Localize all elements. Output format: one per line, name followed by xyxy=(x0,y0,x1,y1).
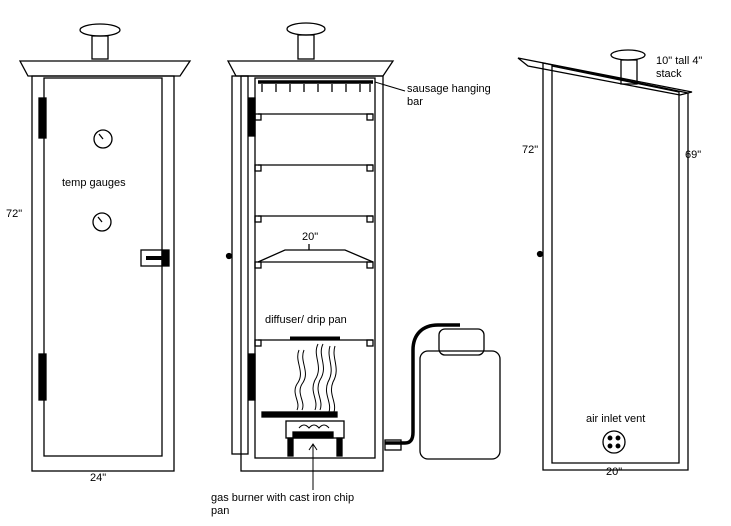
sausage-leader xyxy=(374,81,406,92)
rack-4 xyxy=(254,244,374,269)
section-view xyxy=(225,22,501,472)
section-cabinet xyxy=(240,75,384,472)
side-stack-pipe xyxy=(620,59,638,85)
section-roof xyxy=(226,60,395,77)
diffuser-label: diffuser/ drip pan xyxy=(265,314,347,326)
air-vent-label: air inlet vent xyxy=(586,413,646,425)
section-door xyxy=(231,75,249,455)
drip-pan xyxy=(254,336,374,347)
front-height-label: 72" xyxy=(6,208,23,220)
sausage-bar-label: sausage hanging bar xyxy=(407,83,491,108)
rack-2 xyxy=(254,164,374,172)
section-stack-pipe xyxy=(297,34,315,60)
side-stack-cap xyxy=(610,49,646,61)
smoke-wisps xyxy=(294,343,337,413)
side-roof xyxy=(517,57,693,96)
stack-label: 10" tall 4" stack xyxy=(656,55,703,80)
gas-burner xyxy=(261,411,345,457)
burner-label: gas burner with cast iron chip pan xyxy=(211,492,355,517)
front-stack-cap xyxy=(79,23,121,37)
side-door-knob xyxy=(536,250,544,258)
front-cabinet xyxy=(31,75,175,472)
rack-width-label: 20" xyxy=(302,231,319,243)
front-door xyxy=(43,77,163,457)
burner-arrow xyxy=(308,443,318,451)
rack-3 xyxy=(254,215,374,223)
temp-gauges-label: temp gauges xyxy=(62,177,126,189)
temp-gauge-bottom xyxy=(92,212,112,232)
temp-gauge-top xyxy=(93,129,113,149)
leader-lines xyxy=(308,81,406,490)
air-inlet-vent xyxy=(602,430,626,454)
side-back-height-label: 69" xyxy=(685,149,702,161)
front-hinge-top xyxy=(38,97,47,139)
side-width-label: 20" xyxy=(606,466,623,478)
front-roof xyxy=(18,60,192,77)
front-width-label: 24" xyxy=(90,472,107,484)
section-hinge-top xyxy=(248,97,256,137)
side-front-height-label: 72" xyxy=(522,144,539,156)
side-cabinet xyxy=(542,62,689,471)
propane-tank xyxy=(384,323,501,460)
side-cabinet-inner xyxy=(551,65,680,464)
front-hinge-bottom xyxy=(38,353,47,401)
rack-1 xyxy=(254,113,374,121)
sausage-hanging-bar xyxy=(258,80,373,92)
front-view xyxy=(18,23,192,472)
side-view xyxy=(517,49,693,471)
section-door-knob xyxy=(225,252,233,260)
front-stack-pipe xyxy=(91,35,109,60)
section-hinge-bottom xyxy=(248,353,256,401)
front-door-latch xyxy=(140,249,170,267)
section-stack-cap xyxy=(286,22,326,36)
